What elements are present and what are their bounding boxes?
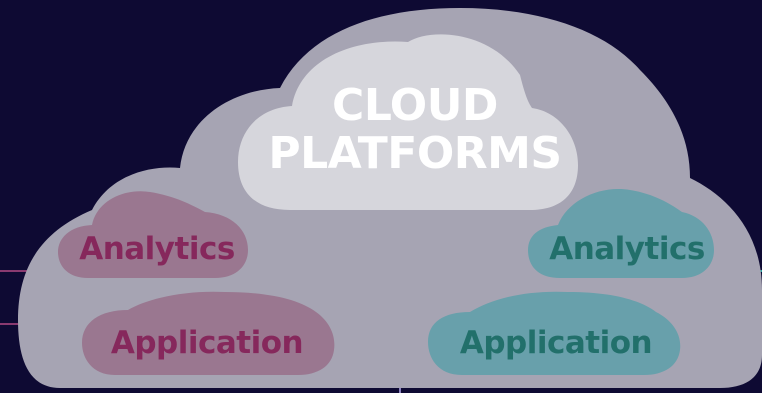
title-line-2: PLATFORMS <box>268 128 562 179</box>
title-line-1: CLOUD <box>332 80 498 131</box>
left-application-label: Application <box>110 325 304 361</box>
left-analytics-cloud <box>58 191 248 278</box>
title-cloud <box>238 34 578 210</box>
right-analytics-cloud <box>528 189 714 278</box>
left-application-cloud <box>82 291 335 375</box>
right-application-label: Application <box>459 325 653 361</box>
right-analytics-label: Analytics <box>549 231 705 267</box>
left-analytics-label: Analytics <box>79 231 235 267</box>
title-text: CLOUD PLATFORMS <box>250 82 580 178</box>
right-application-cloud <box>428 291 681 375</box>
